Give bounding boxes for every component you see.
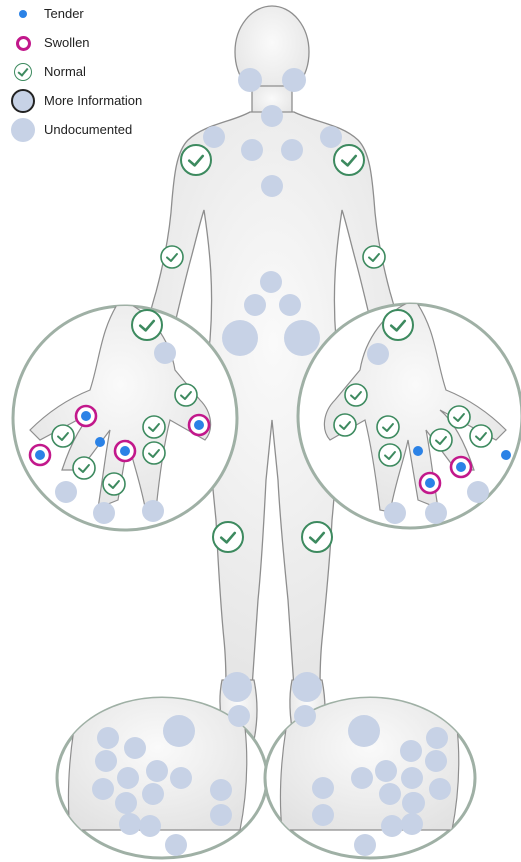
joint-body-jaw-left[interactable] — [238, 68, 262, 92]
joint-left-hand-little-pip[interactable] — [379, 444, 401, 466]
joint-foot-25[interactable] — [312, 777, 334, 799]
joint-foot-21[interactable] — [401, 767, 423, 789]
legend-label-swollen: Swollen — [44, 35, 90, 50]
joint-body-hip-left[interactable] — [284, 320, 320, 356]
joint-foot-7[interactable] — [142, 783, 164, 805]
joint-right-hand-index-mcp[interactable] — [95, 437, 105, 447]
joint-left-hand-little-mcp[interactable] — [377, 416, 399, 438]
joint-foot-6[interactable] — [117, 767, 139, 789]
joint-right-hand-thumb-mcp[interactable] — [175, 384, 197, 406]
joint-foot-19[interactable] — [375, 760, 397, 782]
joint-foot-20[interactable] — [429, 778, 451, 800]
joint-right-hand-little-pip[interactable] — [73, 457, 95, 479]
joint-left-hand-ring-pip[interactable] — [470, 425, 492, 447]
joint-right-hand-thumb-ip[interactable] — [189, 415, 209, 435]
joint-body-sacroiliac-right[interactable] — [244, 294, 266, 316]
joint-foot-3[interactable] — [95, 750, 117, 772]
joint-left-hand-index-pip[interactable] — [420, 473, 440, 493]
joint-foot-14[interactable] — [165, 834, 187, 856]
joint-right-hand-cmc[interactable] — [154, 342, 176, 364]
joint-foot-26[interactable] — [312, 804, 334, 826]
swollen-ring-icon — [16, 36, 31, 51]
legend-label-undocumented: Undocumented — [44, 122, 132, 137]
more-info-circle-icon — [11, 89, 35, 113]
legend-label-tender: Tender — [44, 6, 84, 21]
joint-foot-4[interactable] — [146, 760, 168, 782]
joint-left-hand-ring-dip[interactable] — [467, 481, 489, 503]
joint-body-acromioclavicular-left[interactable] — [320, 126, 342, 148]
joint-body-elbow-right[interactable] — [161, 246, 183, 268]
joint-left-hand-middle-dip[interactable] — [425, 502, 447, 524]
joint-left-hand-middle-mcp[interactable] — [430, 429, 452, 451]
joint-foot-1[interactable] — [97, 727, 119, 749]
joint-body-subtalar-left[interactable] — [294, 705, 316, 727]
joint-foot-12[interactable] — [119, 813, 141, 835]
joint-foot-16[interactable] — [426, 727, 448, 749]
joint-foot-5[interactable] — [92, 778, 114, 800]
joint-right-hand-little-dip[interactable] — [55, 481, 77, 503]
joint-foot-30[interactable] — [402, 792, 424, 814]
joint-body-elbow-left[interactable] — [363, 246, 385, 268]
joint-body-ankle-left[interactable] — [292, 672, 322, 702]
joint-body-knee-left[interactable] — [302, 522, 332, 552]
joint-body-acromioclavicular-right[interactable] — [203, 126, 225, 148]
joint-foot-2[interactable] — [124, 737, 146, 759]
joint-body-subtalar-right[interactable] — [228, 705, 250, 727]
normal-check-icon — [14, 63, 32, 81]
joint-body-sacroiliac-left[interactable] — [279, 294, 301, 316]
joint-foot-13[interactable] — [139, 815, 161, 837]
joint-body-jaw-right[interactable] — [282, 68, 306, 92]
joint-left-hand-wrist[interactable] — [383, 310, 413, 340]
joint-foot-28[interactable] — [381, 815, 403, 837]
joint-left-hand-cmc[interactable] — [367, 343, 389, 365]
joint-foot-29[interactable] — [354, 834, 376, 856]
joint-body-neck[interactable] — [261, 105, 283, 127]
joint-foot-0[interactable] — [163, 715, 195, 747]
joint-left-hand-thumb-ip[interactable] — [334, 414, 356, 436]
joint-left-hand-middle-pip[interactable] — [451, 457, 471, 477]
joint-body-shoulder-right[interactable] — [181, 145, 211, 175]
joint-foot-27[interactable] — [401, 813, 423, 835]
joint-left-hand-ring-mcp[interactable] — [448, 406, 470, 428]
joint-right-hand-ring-dip[interactable] — [142, 500, 164, 522]
joint-foot-11[interactable] — [210, 804, 232, 826]
joint-body-sternoclavicular-left[interactable] — [281, 139, 303, 161]
legend-label-more-info: More Information — [44, 93, 142, 108]
joint-left-hand-index-dip[interactable] — [384, 502, 406, 524]
joint-right-hand-middle-dip[interactable] — [93, 502, 115, 524]
joint-right-hand-little-mcp[interactable] — [30, 445, 50, 465]
joint-right-hand-middle-mcp[interactable] — [143, 416, 165, 438]
joint-right-hand-index-pip[interactable] — [115, 441, 135, 461]
joint-body-hip-right[interactable] — [222, 320, 258, 356]
joint-right-hand-middle-pip[interactable] — [103, 473, 125, 495]
joint-foot-15[interactable] — [348, 715, 380, 747]
joint-body-sternoclavicular-right[interactable] — [241, 139, 263, 161]
joint-body-sternum[interactable] — [261, 175, 283, 197]
joint-right-hand-index-dip[interactable] — [143, 442, 165, 464]
joint-foot-10[interactable] — [210, 779, 232, 801]
joint-foot-18[interactable] — [425, 750, 447, 772]
joint-foot-8[interactable] — [115, 792, 137, 814]
joint-body-lumbar[interactable] — [260, 271, 282, 293]
tender-dot-icon — [19, 10, 27, 18]
joint-right-hand-ring-pip[interactable] — [76, 406, 96, 426]
undocumented-circle-icon — [11, 118, 35, 142]
joint-foot-9[interactable] — [170, 767, 192, 789]
joint-body-shoulder-left[interactable] — [334, 145, 364, 175]
joint-right-hand-ring-mcp[interactable] — [52, 425, 74, 447]
joint-foot-17[interactable] — [400, 740, 422, 762]
joint-foot-24[interactable] — [351, 767, 373, 789]
joint-left-hand-little-dip[interactable] — [501, 450, 511, 460]
legend-label-normal: Normal — [44, 64, 86, 79]
joint-right-hand-wrist[interactable] — [132, 310, 162, 340]
joint-foot-22[interactable] — [379, 783, 401, 805]
joint-left-hand-index-mcp[interactable] — [413, 446, 423, 456]
joint-left-hand-thumb-mcp[interactable] — [345, 384, 367, 406]
joint-body-ankle-right[interactable] — [222, 672, 252, 702]
joint-body-knee-right[interactable] — [213, 522, 243, 552]
